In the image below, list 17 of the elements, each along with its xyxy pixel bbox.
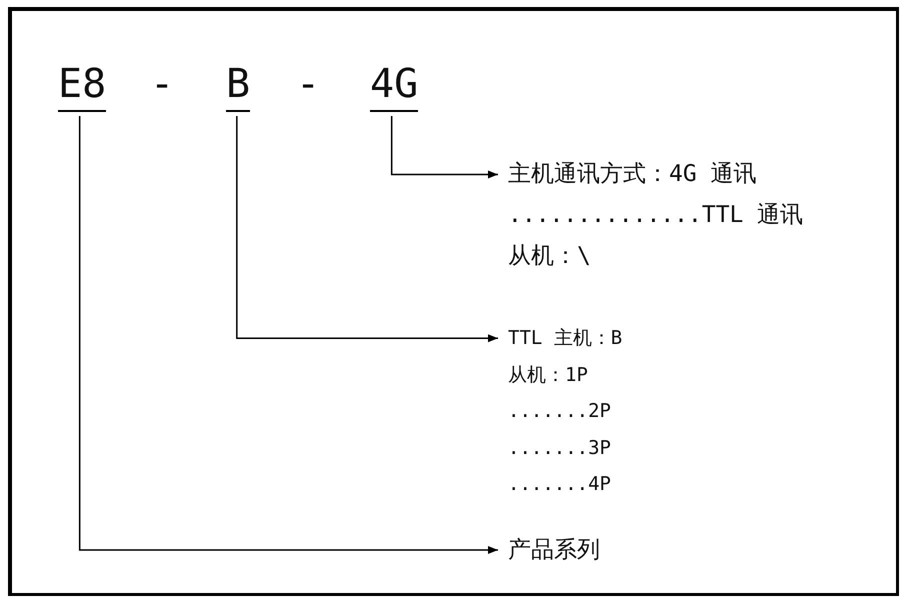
code-segment: E8 xyxy=(58,64,106,112)
leader-arrow xyxy=(78,116,498,554)
option-text: ..............TTL 通讯 xyxy=(508,201,804,230)
leader-arrow xyxy=(236,116,498,342)
option-text: 产品系列 xyxy=(508,536,600,565)
option-text: 从机：1P xyxy=(508,362,589,388)
code-segment: B xyxy=(226,64,250,112)
option-text: .......3P xyxy=(508,436,612,460)
option-text: 从机：\ xyxy=(508,242,592,271)
option-text: 主机通讯方式：4G 通讯 xyxy=(508,160,758,189)
option-text: .......4P xyxy=(508,472,612,497)
separator-text: - xyxy=(150,64,174,104)
separator-text: - xyxy=(296,64,320,104)
option-text: .......2P xyxy=(508,399,612,424)
code-segment: 4G xyxy=(370,64,418,112)
leader-arrow xyxy=(390,116,498,178)
option-text: TTL 主机：B xyxy=(508,326,622,351)
